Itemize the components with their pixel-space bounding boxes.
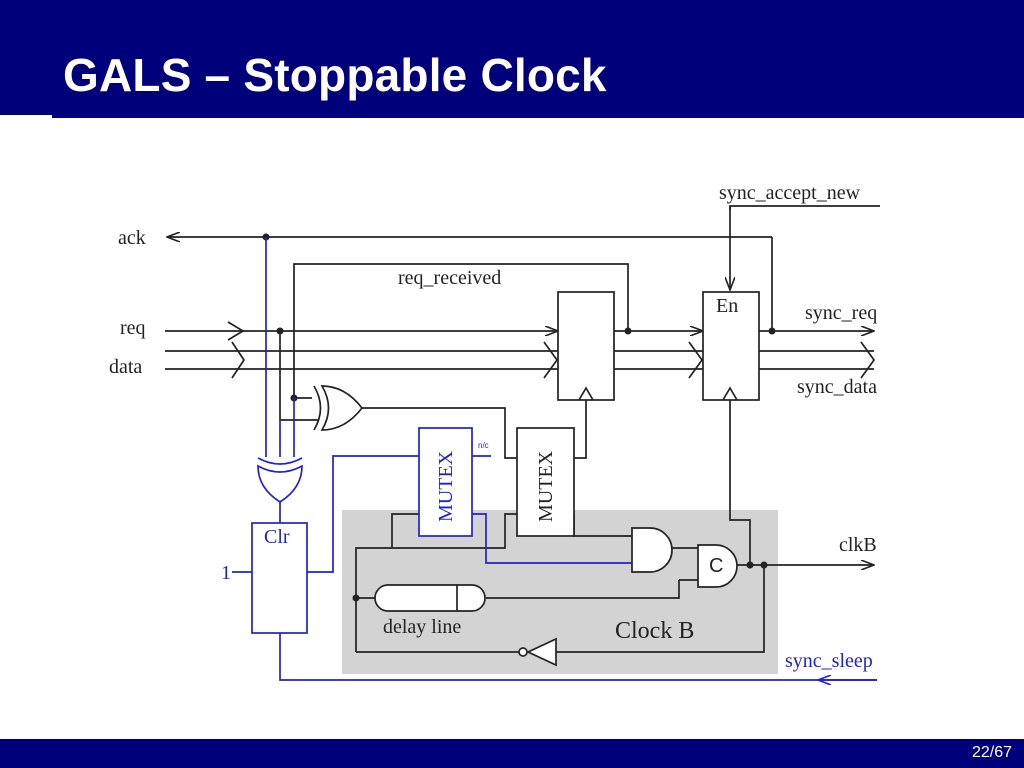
delay-line xyxy=(374,584,486,612)
req-received-label: req_received xyxy=(398,267,501,289)
clock-b-label: Clock B xyxy=(615,618,694,644)
title-bar-notch xyxy=(0,115,52,118)
blue-wires xyxy=(232,237,877,680)
sync-req-label: sync_req xyxy=(805,302,877,324)
clr-register xyxy=(251,522,308,634)
en-label: En xyxy=(716,295,738,317)
xor-gate xyxy=(313,385,364,431)
inverter xyxy=(518,637,557,667)
page-number: 22/67 xyxy=(971,744,1012,761)
mutex-right xyxy=(516,427,575,537)
sync-data-label: sync_data xyxy=(797,376,877,398)
req-label: req xyxy=(120,317,146,339)
title-bar: GALS – Stoppable Clock xyxy=(0,0,1024,118)
clkb-label: clkB xyxy=(839,534,877,556)
xnor-gate xyxy=(257,457,303,504)
data-label: data xyxy=(109,356,142,378)
mutex-right-label: MUTEX xyxy=(535,450,557,522)
junction-dots xyxy=(262,233,776,602)
footer-bar: 22/67 xyxy=(0,739,1024,768)
delay-line-label: delay line xyxy=(383,616,461,638)
enable-register xyxy=(702,291,760,401)
c-element xyxy=(697,544,738,588)
clr-label: Clr xyxy=(264,526,290,548)
mutex-left-label: MUTEX xyxy=(435,450,457,522)
ack-label: ack xyxy=(118,227,146,249)
mutex-left xyxy=(418,427,473,537)
one-label: 1 xyxy=(221,562,231,584)
and-gate xyxy=(631,527,673,573)
c-element-label: C xyxy=(709,555,723,577)
sync-sleep-label: sync_sleep xyxy=(785,650,873,672)
slide-title: GALS – Stoppable Clock xyxy=(63,49,607,101)
sync-accept-new-label: sync_accept_new xyxy=(719,182,861,204)
nc-label: n/c xyxy=(478,441,489,450)
receive-register xyxy=(557,291,615,401)
